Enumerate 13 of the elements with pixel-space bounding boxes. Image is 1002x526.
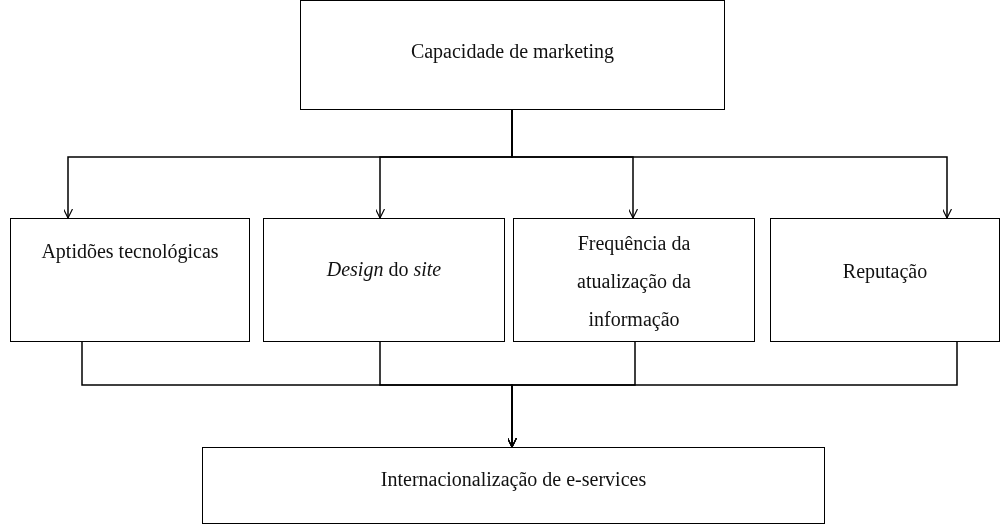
process-box <box>10 218 250 342</box>
box-label: Aptidões tecnológicas <box>40 239 220 265</box>
box-label: Design do site <box>325 257 443 283</box>
box-label: Reputação <box>841 259 929 285</box>
box-label: Capacidade de marketing <box>409 39 616 65</box>
process-box <box>513 218 755 342</box>
box-label: Frequência da atualização da informação <box>576 231 692 333</box>
process-box <box>202 447 825 524</box>
arrow <box>506 341 958 448</box>
box-label: Internacionalização de e-services <box>379 467 648 493</box>
process-box <box>300 0 725 110</box>
process-box <box>770 218 1000 342</box>
process-box <box>263 218 505 342</box>
